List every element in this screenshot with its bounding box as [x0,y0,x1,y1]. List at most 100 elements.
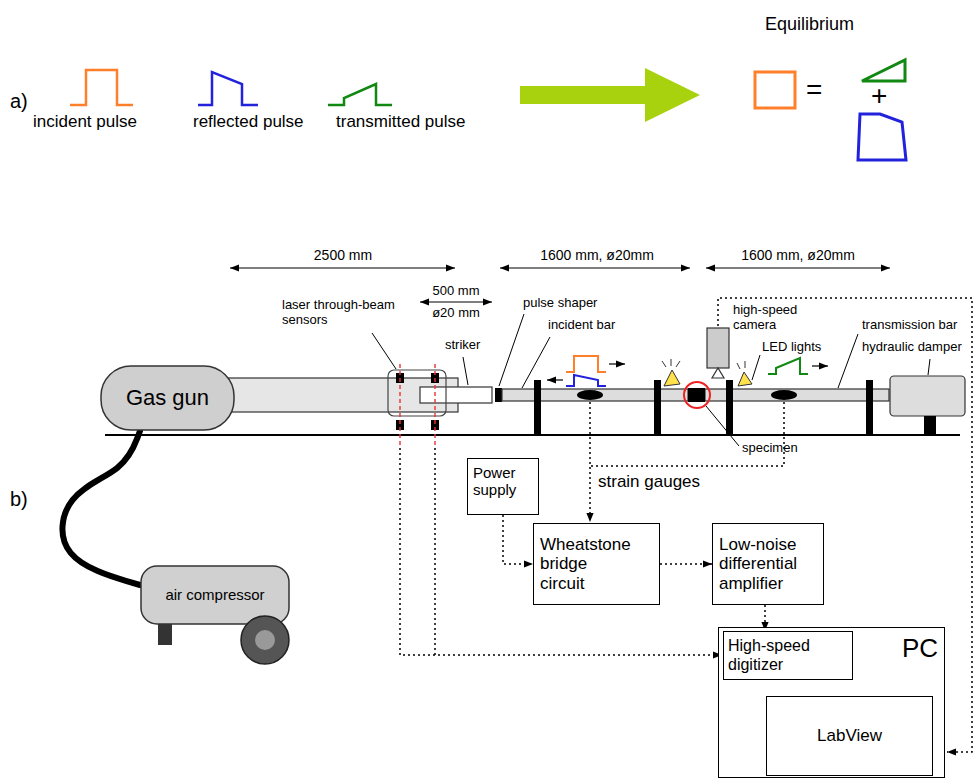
strain-gauge [771,390,797,400]
damper-stand [924,416,936,435]
compressor-foot [158,623,172,645]
light-ray [745,361,746,368]
laser-beam [434,364,435,446]
label-anchor: a) [10,90,28,113]
gas-gun: Gas gun [100,365,235,431]
incident-square [755,72,795,108]
air-compressor-outline [140,565,290,625]
part-label: specimen [742,441,798,456]
compressor-wheel [241,616,289,664]
bar-support [534,380,541,435]
gauge-wire [589,402,591,522]
gas-gun-outline [100,365,235,431]
node-text: air compressor [165,586,264,603]
leader-line [838,334,858,388]
transmitted-triangle [862,60,905,81]
label-anchor: ø20 mm [456,306,504,321]
dimension-arrow [420,301,492,302]
label-anchor: specimen [742,441,798,456]
light-ray [737,363,740,369]
part-label: high-speed camera [733,303,805,333]
signal-wire [434,448,436,655]
part-label: LED lights [762,340,821,355]
node-text: High-speed digitizer [728,637,848,674]
compressor-body [141,566,289,624]
light-ray [662,361,666,367]
camera-wire [718,298,972,752]
led-light [664,370,680,386]
air-compressor: air compressor [140,565,290,625]
wheel-hub [255,630,275,650]
reflected-trapezoid [858,114,906,160]
laser-beam [399,364,400,446]
part-label: laser through-beam sensors [282,298,404,328]
label-anchor: incident bar [548,318,615,333]
gauge-wire [590,402,784,466]
panel-letter: b) [10,488,28,511]
gun-body [101,366,234,430]
dimension-label: 1600 mm, ø20mm [741,247,855,263]
signal-wire [400,448,722,655]
label-anchor: LED lights [762,340,821,355]
panel-letter: a) [10,90,28,113]
pulse-label: transmitted pulse [336,112,465,132]
signal-wire [853,656,883,697]
part-label: incident bar [548,318,615,333]
bar-support [654,380,661,435]
part-label: transmission bar [862,318,957,333]
reflected-pulse-graph [198,72,258,105]
bridge-circuit-box: Wheatstone bridge circuit [533,523,660,605]
striker-bar [420,387,492,403]
specimen-block [688,388,705,402]
digitizer-box: High-speed digitizer [723,631,853,680]
dimension-label: 2500 mm [314,247,372,263]
camera-body [707,328,729,368]
label-anchor: 1600 mm, ø20mm [798,247,912,263]
node-text: LabView [817,726,882,746]
part-label: strain gauges [598,472,700,492]
air-hose [62,431,140,585]
label-anchor: 2500 mm [343,247,401,263]
leader-line [928,359,930,375]
light-ray [671,359,672,366]
label-anchor: + [871,80,887,112]
node-text: Low-noise differential amplifier [719,535,817,594]
label-anchor: = [806,74,822,106]
transmitted-pulse-icon [768,358,808,374]
direction-arrow [812,365,828,366]
dimension-label: 500 mm [433,284,480,299]
light-ray [676,361,680,367]
software-box: LabView [766,696,933,776]
incident-pulse-graph [70,70,133,105]
leader-line [752,355,760,380]
equation-symbol: + [871,80,887,112]
label-anchor: striker [445,338,480,353]
pulse-label: incident pulse [33,112,137,132]
damper-body [890,376,965,416]
direction-arrow [547,379,563,380]
dimension-arrow [230,267,455,268]
led-light [738,372,752,386]
signal-wire [764,605,766,631]
sensor-housing [388,370,446,416]
reflected-pulse-icon [566,375,606,386]
label-anchor: transmitted pulse [336,112,465,132]
label-anchor: strain gauges [598,472,700,492]
label-anchor: reflected pulse [193,112,304,132]
ground-line [105,434,960,436]
dimension-arrow [500,267,690,268]
label-anchor: 1600 mm, ø20mm [597,247,711,263]
power-supply-box: Power supply [467,458,539,515]
label-anchor: high-speed camera [733,303,805,333]
leader-line [706,406,739,446]
direction-arrow [609,363,625,364]
leader-line [522,337,550,388]
bar-support [726,380,733,435]
equation-symbol: = [806,74,822,106]
dimension-label: 1600 mm, ø20mm [540,247,654,263]
bar-support [866,380,873,435]
label-anchor: laser through-beam sensors [282,298,404,328]
